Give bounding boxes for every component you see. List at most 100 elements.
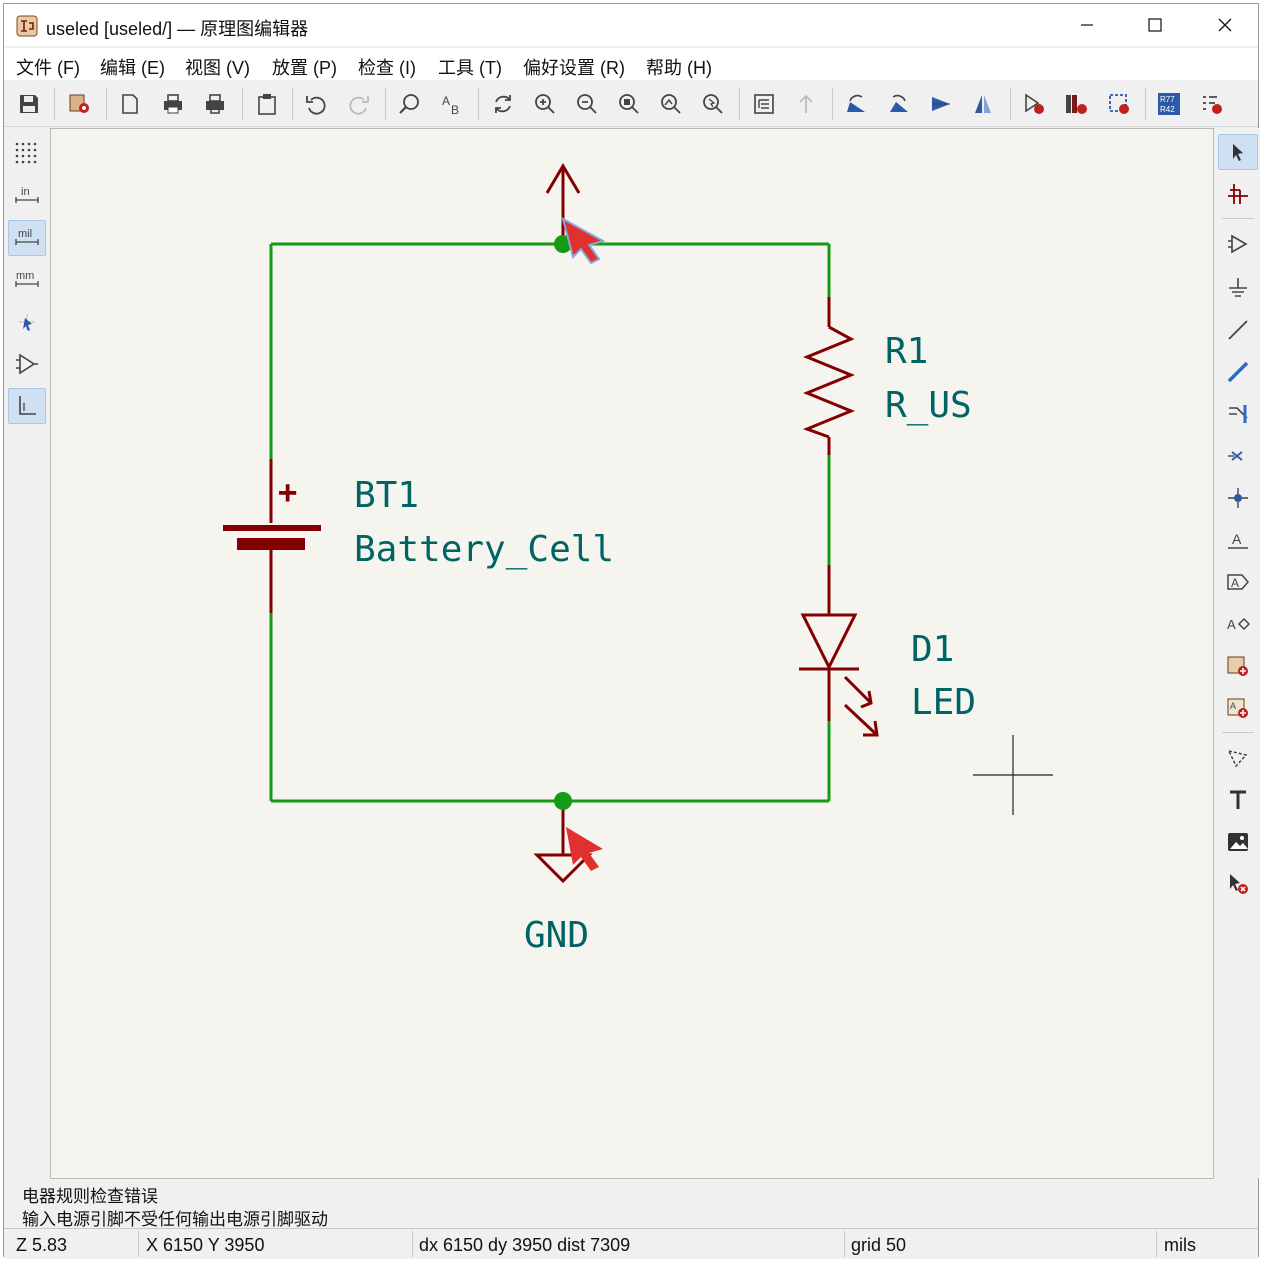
save-icon <box>20 95 38 113</box>
maximize-button[interactable] <box>1122 4 1188 46</box>
add-sheet-button[interactable] <box>1218 648 1258 684</box>
crosshair-cursor-icon <box>19 314 35 331</box>
cursor-style-button[interactable] <box>8 304 46 340</box>
undo-button[interactable] <box>300 88 332 120</box>
symbol-library-browser-button[interactable] <box>1060 88 1092 120</box>
highlight-net-button[interactable] <box>1218 176 1258 212</box>
units-inch-icon: in <box>15 186 39 203</box>
plot-button[interactable] <box>199 88 231 120</box>
ground-icon <box>1229 278 1247 297</box>
import-sheet-pin-button[interactable]: A <box>1218 690 1258 726</box>
menu-file[interactable]: 文件 (F) <box>16 58 80 78</box>
junction-bottom[interactable] <box>554 792 572 810</box>
refresh-button[interactable] <box>487 88 519 120</box>
add-graphic-line-button[interactable] <box>1218 740 1258 776</box>
print-button[interactable] <box>157 88 189 120</box>
add-junction-button[interactable] <box>1218 480 1258 516</box>
add-hierarchical-label-button[interactable]: A <box>1218 606 1258 642</box>
app-window: useled [useled/] — 原理图编辑器 文件 (F) 编辑 (E) … <box>3 3 1260 1259</box>
zoom-out-button[interactable] <box>571 88 603 120</box>
select-tool-button[interactable] <box>1218 134 1258 170</box>
units-mm-icon: mm <box>15 270 39 287</box>
save-button[interactable] <box>13 88 45 120</box>
add-net-label-button[interactable]: A <box>1218 522 1258 558</box>
mirror-vertical-button[interactable] <box>925 88 957 120</box>
hierarchical-label-icon: A <box>1227 617 1250 632</box>
menu-view[interactable]: 视图 (V) <box>185 58 250 78</box>
toggle-grid-button[interactable] <box>8 136 46 172</box>
text-icon <box>1230 790 1246 809</box>
add-image-button[interactable] <box>1218 824 1258 860</box>
rotate-cw-button[interactable] <box>883 88 915 120</box>
units-mm-button[interactable]: mm <box>8 262 46 298</box>
minimize-icon <box>1081 24 1093 26</box>
bus-entry-icon <box>1229 405 1248 423</box>
annotate-button[interactable] <box>1103 88 1135 120</box>
units-inch-button[interactable]: in <box>8 178 46 214</box>
add-symbol-button[interactable] <box>1218 226 1258 262</box>
menu-edit[interactable]: 编辑 (E) <box>100 58 165 78</box>
add-bus-button[interactable] <box>1218 354 1258 390</box>
minimize-button[interactable] <box>1054 4 1120 46</box>
menu-tools[interactable]: 工具 (T) <box>438 58 502 78</box>
annotate-icon <box>1109 94 1129 114</box>
led-d1[interactable] <box>799 565 879 737</box>
symbol-editor-button[interactable] <box>1018 88 1050 120</box>
d1-reference[interactable]: D1 <box>911 629 954 670</box>
erc-marker-icon[interactable] <box>566 827 603 871</box>
delete-tool-button[interactable] <box>1218 866 1258 902</box>
svg-text:A: A <box>1232 531 1242 547</box>
bt1-reference[interactable]: BT1 <box>354 475 419 516</box>
no-connect-icon <box>1228 451 1243 461</box>
paste-button[interactable] <box>251 88 283 120</box>
mirror-horizontal-button[interactable] <box>967 88 999 120</box>
leave-sheet-button[interactable] <box>790 88 822 120</box>
add-wire-button[interactable] <box>1218 312 1258 348</box>
menu-inspect[interactable]: 检查 (I) <box>358 58 416 78</box>
add-text-button[interactable] <box>1218 782 1258 818</box>
paste-icon <box>258 94 276 115</box>
redo-button[interactable] <box>343 88 375 120</box>
zoom-objects-icon <box>661 94 681 114</box>
add-no-connect-button[interactable] <box>1218 438 1258 474</box>
zoom-in-button[interactable] <box>529 88 561 120</box>
erc-marker-icon[interactable] <box>561 217 606 265</box>
status-cursor-position: X 6150 Y 3950 <box>146 1235 265 1255</box>
units-mil-button[interactable]: mil <box>8 220 46 256</box>
close-button[interactable] <box>1192 4 1258 46</box>
battery-bt1[interactable] <box>223 459 321 613</box>
add-global-label-button[interactable]: A <box>1218 564 1258 600</box>
zoom-selection-icon <box>703 94 723 114</box>
resistor-r1[interactable] <box>802 297 855 455</box>
add-power-button[interactable] <box>1218 270 1258 306</box>
find-button[interactable] <box>393 88 425 120</box>
menu-preferences[interactable]: 偏好设置 (R) <box>523 58 625 78</box>
gnd-label[interactable]: GND <box>524 915 589 956</box>
r1-reference[interactable]: R1 <box>885 331 928 372</box>
power-symbol-top[interactable] <box>545 163 581 244</box>
sheet-icon <box>1227 656 1248 676</box>
menu-help[interactable]: 帮助 (H) <box>646 58 712 78</box>
zoom-selection-button[interactable] <box>697 88 729 120</box>
delete-cursor-icon <box>1230 874 1248 894</box>
menu-place[interactable]: 放置 (P) <box>272 58 337 78</box>
image-icon <box>1228 833 1248 851</box>
rotate-cw-icon <box>890 94 908 112</box>
line-mode-button[interactable] <box>8 388 46 424</box>
page-settings-button[interactable] <box>114 88 146 120</box>
schematic-setup-button[interactable] <box>64 88 96 120</box>
schematic-canvas[interactable]: + R1 R_US <box>50 128 1214 1179</box>
d1-value[interactable]: LED <box>911 682 976 723</box>
add-bus-entry-button[interactable] <box>1218 396 1258 432</box>
rotate-ccw-button[interactable] <box>840 88 872 120</box>
erc-button[interactable] <box>1196 88 1228 120</box>
r1-value[interactable]: R_US <box>885 385 972 426</box>
show-hidden-pins-button[interactable] <box>8 346 46 382</box>
hierarchy-navigator-button[interactable] <box>748 88 780 120</box>
zoom-objects-button[interactable] <box>655 88 687 120</box>
bt1-value[interactable]: Battery_Cell <box>354 529 614 570</box>
zoom-fit-button[interactable] <box>613 88 645 120</box>
